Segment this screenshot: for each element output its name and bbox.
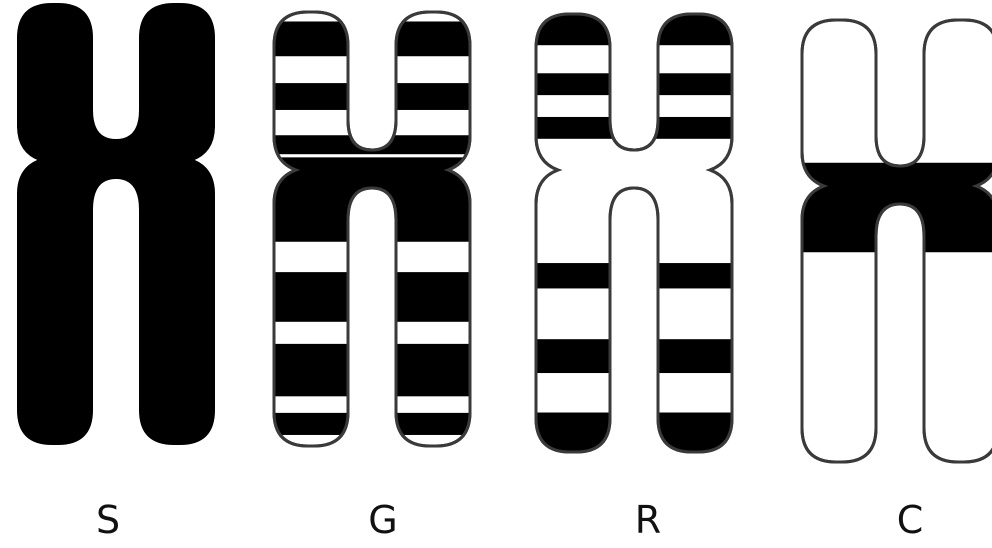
band: [272, 272, 472, 322]
band: [534, 339, 734, 373]
band: [272, 170, 472, 242]
band: [272, 157, 472, 170]
label-g: G: [368, 498, 397, 542]
chromosomes-group: [18, 4, 992, 462]
band: [534, 413, 734, 452]
band-group: [272, 21, 472, 434]
chromosome-r: [534, 14, 734, 452]
band: [534, 263, 734, 288]
band: [800, 186, 992, 252]
band-group: [800, 163, 992, 252]
chromosome-g: [272, 12, 472, 446]
chromosome-c: [800, 20, 992, 462]
band: [534, 117, 734, 139]
label-c: C: [897, 498, 924, 542]
band: [272, 21, 472, 56]
band: [534, 73, 734, 95]
label-r: R: [635, 498, 661, 542]
band: [272, 83, 472, 110]
band: [272, 413, 472, 435]
chromosome-s: [18, 4, 214, 444]
band: [272, 344, 472, 396]
band: [534, 14, 734, 45]
chromosome-body: [18, 4, 214, 444]
label-s: S: [96, 498, 120, 542]
